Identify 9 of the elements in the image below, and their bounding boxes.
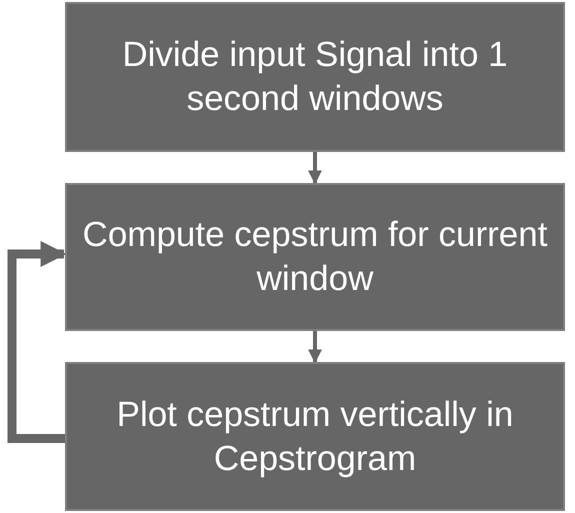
arrow: [308, 331, 322, 364]
process-box: [65, 183, 565, 331]
step-text: Compute cepstrum for current window: [82, 214, 548, 300]
process-box: [65, 2, 565, 152]
step-text: Plot cepstrum vertically in Cepstrogram: [116, 394, 514, 480]
step-text: Divide input Signal into 1 second windows: [121, 34, 509, 120]
arrow: [308, 152, 322, 184]
arrow: [8, 241, 67, 443]
process-box: [65, 362, 565, 511]
